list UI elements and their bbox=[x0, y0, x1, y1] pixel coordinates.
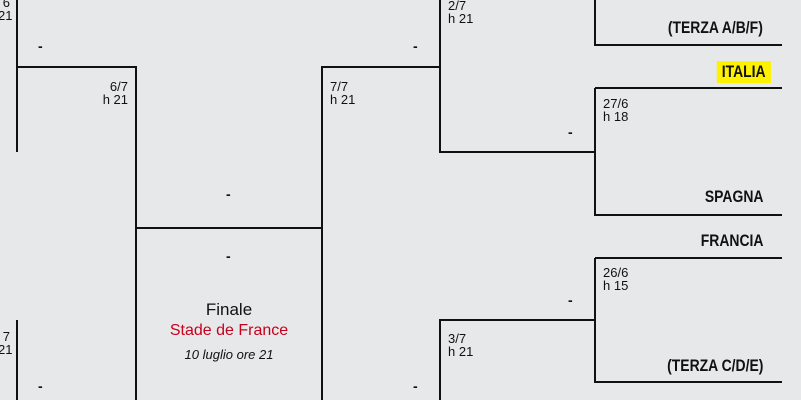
score: - bbox=[568, 124, 573, 140]
team-terza-cde: (TERZA C/D/E) bbox=[666, 356, 763, 375]
final-date: 10 luglio ore 21 bbox=[184, 347, 274, 362]
final-title: Finale bbox=[205, 300, 253, 319]
team-terza-abf: (TERZA A/B/F) bbox=[668, 18, 763, 37]
team-spagna: SPAGNA bbox=[704, 187, 763, 206]
score: - bbox=[226, 248, 231, 264]
team-italia: ITALIA bbox=[717, 61, 771, 83]
score: - bbox=[38, 378, 43, 394]
score: - bbox=[38, 38, 43, 54]
team-francia: FRANCIA bbox=[700, 231, 763, 250]
score: - bbox=[413, 38, 418, 54]
score: - bbox=[226, 186, 231, 202]
score: - bbox=[568, 292, 573, 308]
score: - bbox=[413, 378, 418, 394]
final-venue: Stade de France bbox=[169, 322, 289, 339]
